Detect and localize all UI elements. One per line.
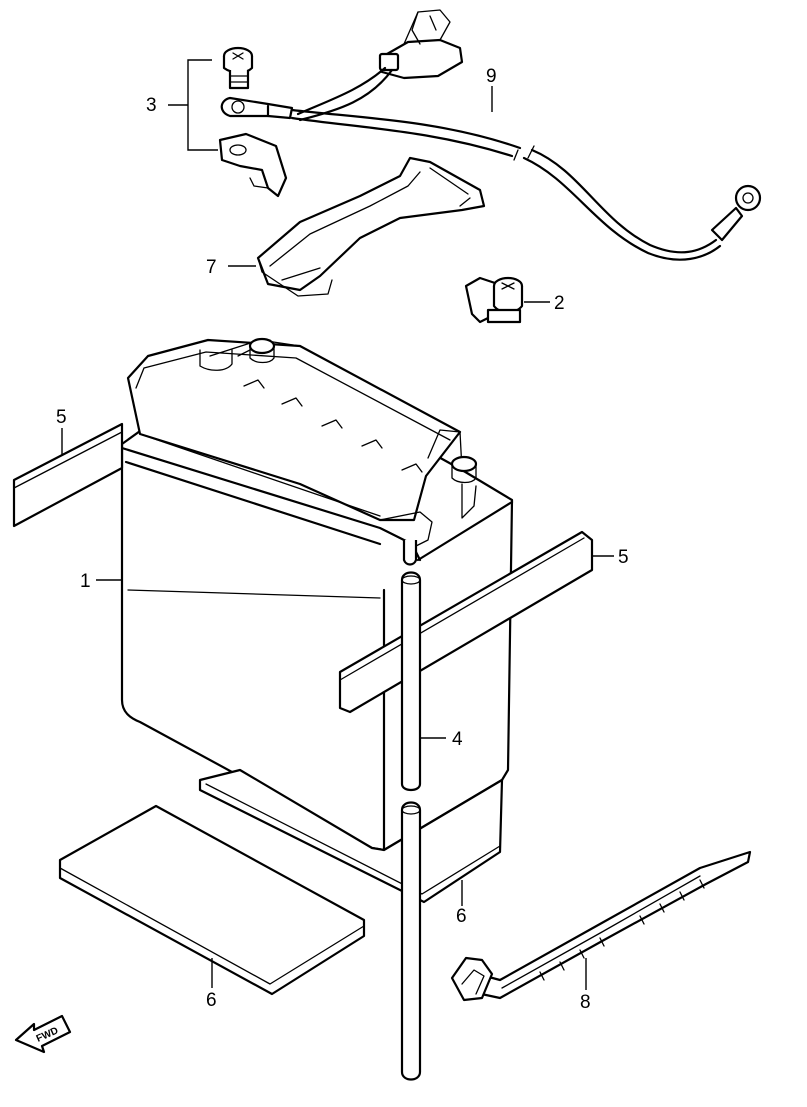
part-7-battery-band xyxy=(256,156,486,297)
callout-labels: 3 9 7 2 5 1 5 4 6 6 8 xyxy=(56,66,629,1013)
part-6-mat-lower xyxy=(58,804,366,996)
part-1-battery xyxy=(120,337,514,852)
part-4-breather-hose xyxy=(400,571,422,1081)
part-5-pad-left xyxy=(12,422,124,528)
callout-5-right: 5 xyxy=(618,547,629,568)
callout-4: 4 xyxy=(452,729,463,750)
callout-8: 8 xyxy=(580,992,591,1013)
part-9-battery-lead-wire xyxy=(220,9,762,261)
part-6-mat-upper xyxy=(198,768,504,904)
part-3-bolt-and-bracket xyxy=(218,46,288,198)
fwd-direction-arrow: FWD xyxy=(14,1014,72,1054)
callout-6-right: 6 xyxy=(456,906,467,927)
callout-5-left: 5 xyxy=(56,407,67,428)
leader-lines xyxy=(61,59,614,990)
callout-2: 2 xyxy=(554,293,565,314)
callout-1: 1 xyxy=(80,571,91,592)
callout-3: 3 xyxy=(146,95,157,116)
part-8-cable-tie xyxy=(450,850,752,1002)
callout-9: 9 xyxy=(486,66,497,87)
callout-7: 7 xyxy=(206,257,217,278)
part-2-terminal-bolt xyxy=(464,276,524,324)
callout-6-lower: 6 xyxy=(206,990,217,1011)
